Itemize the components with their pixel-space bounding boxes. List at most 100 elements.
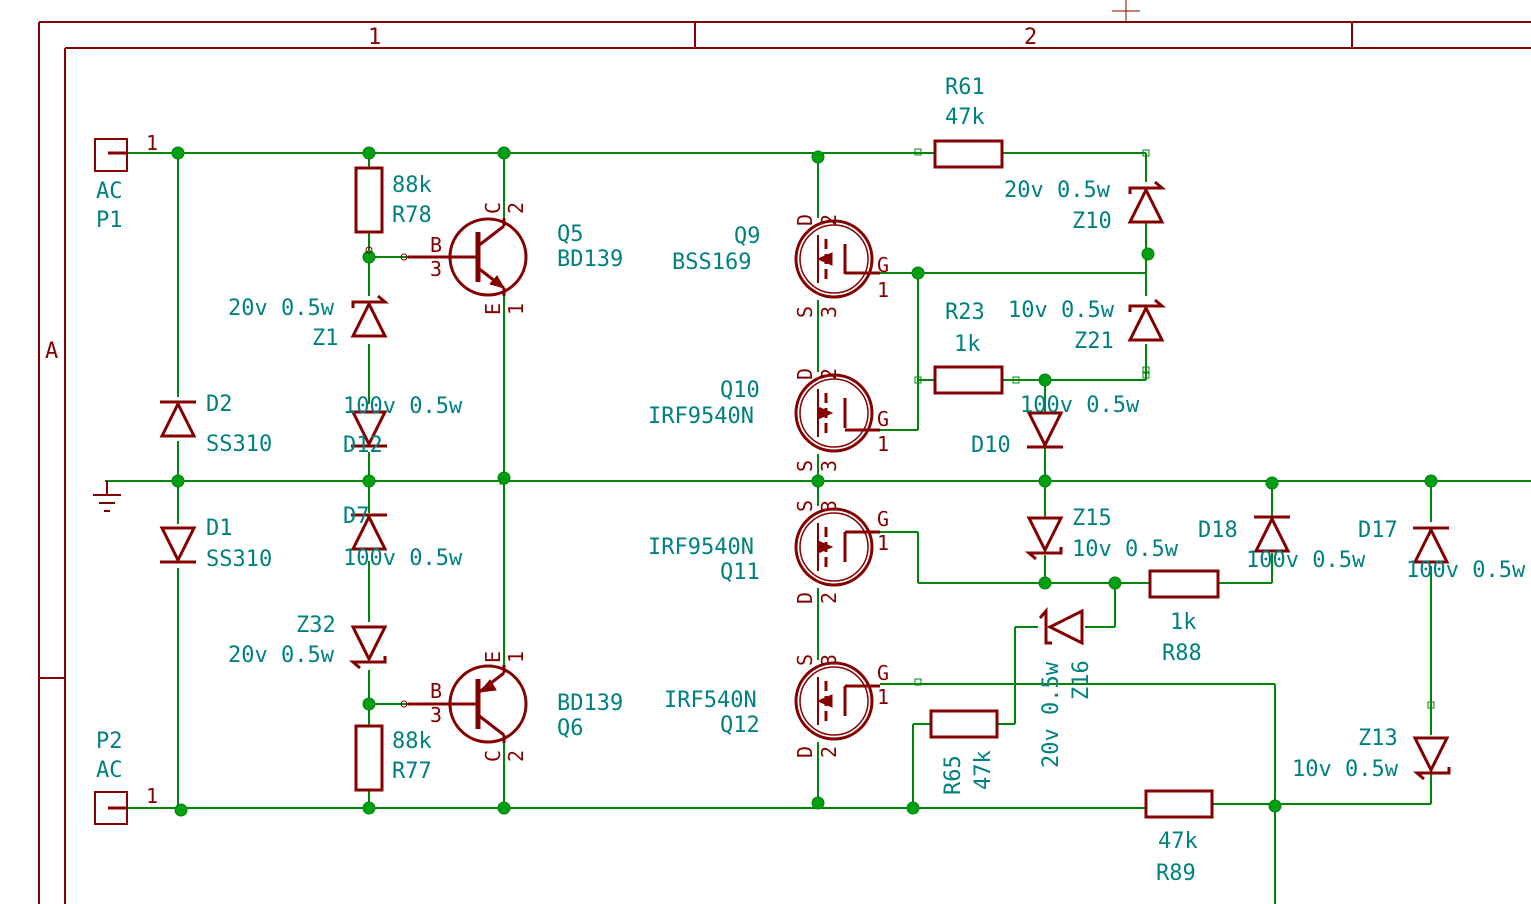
mosfet-q10-ng: 1 [877, 432, 889, 456]
resistor-r65-ref: R65 [941, 755, 966, 795]
mosfet-q10[interactable]: D 2 S 3 G 1 Q10 IRF9540N [648, 368, 889, 472]
transistor-q5-b: B [430, 233, 442, 257]
mosfet-q12-nd: 2 [817, 746, 841, 758]
mosfet-q11-d: D [793, 592, 817, 604]
resistor-r61-ref: R61 [945, 75, 985, 100]
resistor-r77-ref: R77 [392, 759, 432, 784]
junctions [171, 146, 1438, 817]
zener-z15-ref: Z15 [1072, 506, 1112, 531]
frame-column-1: 1 [368, 25, 381, 50]
mosfet-q10-value: IRF9540N [648, 404, 754, 429]
zener-z1-ref: Z1 [312, 326, 339, 351]
zener-z10-ref: Z10 [1072, 209, 1112, 234]
mosfet-q9-ng: 1 [877, 278, 889, 302]
mosfet-q11-ref: Q11 [720, 560, 760, 585]
mosfet-q9-g: G [877, 253, 889, 277]
mosfet-q12-ns: 3 [817, 654, 841, 666]
zener-z32-ref: Z32 [296, 613, 336, 638]
mosfet-q9-d: D [793, 214, 817, 226]
resistor-r89-ref: R89 [1156, 861, 1196, 886]
resistor-r89[interactable]: 47k R89 [1144, 789, 1214, 886]
zener-z32-value: 20v 0.5w [228, 643, 335, 668]
zener-z16[interactable]: 20v 0.5w Z16 [1038, 606, 1094, 768]
diode-d17[interactable]: D17 100v 0.5w [1358, 518, 1526, 583]
diode-d18-value: 100v 0.5w [1246, 548, 1366, 573]
diode-d7-ref: D7 [343, 504, 370, 529]
diode-d7[interactable]: D7 100v 0.5w [343, 504, 463, 571]
zener-z15-value: 10v 0.5w [1072, 537, 1179, 562]
connector-p2[interactable]: 1 P2 AC [94, 729, 158, 825]
mosfet-q12[interactable]: S 3 D 2 G 1 IRF540N Q12 [664, 654, 889, 758]
mosfet-q11-nd: 2 [817, 592, 841, 604]
zener-z13-value: 10v 0.5w [1292, 757, 1399, 782]
transistor-q6[interactable]: B 3 E 1 C 2 BD139 Q6 [408, 651, 623, 762]
resistor-r61-value: 47k [945, 105, 985, 130]
mosfet-q10-d: D [793, 368, 817, 380]
resistor-r77[interactable]: 88k R77 [354, 724, 432, 792]
zener-z32[interactable]: Z32 20v 0.5w [228, 613, 388, 670]
resistor-r23-ref: R23 [945, 300, 985, 325]
mosfet-q9-s: S [793, 306, 817, 318]
resistor-r78-value: 88k [392, 173, 432, 198]
transistor-q6-ne: 1 [504, 651, 528, 663]
connector-p1-value: AC [96, 179, 123, 204]
zener-z1-value: 20v 0.5w [228, 296, 335, 321]
diode-d1[interactable]: D1 SS310 [159, 516, 272, 572]
mosfet-q11[interactable]: S 3 D 2 G 1 IRF9540N Q11 [648, 500, 889, 604]
transistor-q6-e: E [481, 651, 505, 663]
zener-z13[interactable]: Z13 10v 0.5w [1292, 726, 1451, 782]
mosfet-q12-ng: 1 [877, 685, 889, 709]
diode-d18[interactable]: D18 100v 0.5w [1198, 515, 1366, 573]
transistor-q5-value: BD139 [557, 247, 623, 272]
connector-p1[interactable]: 1 AC P1 [94, 131, 158, 233]
transistor-q5-e: E [481, 303, 505, 315]
diode-d2-value: SS310 [206, 432, 272, 457]
transistor-q5-nb: 3 [430, 257, 442, 281]
mosfet-q9[interactable]: D 2 S 3 G 1 Q9 BSS169 [672, 214, 889, 318]
transistor-q5-ref: Q5 [557, 222, 584, 247]
mosfet-q10-ref: Q10 [720, 378, 760, 403]
resistor-r61[interactable]: R61 47k [933, 75, 1004, 169]
mosfet-q12-d: D [793, 746, 817, 758]
zener-z16-value: 20v 0.5w [1039, 661, 1064, 768]
resistor-r88-ref: R88 [1162, 641, 1202, 666]
mosfet-q10-s: S [793, 460, 817, 472]
zener-z1[interactable]: 20v 0.5w Z1 [228, 294, 390, 351]
zener-z16-ref: Z16 [1069, 660, 1094, 700]
diode-d2[interactable]: D2 SS310 [159, 392, 272, 457]
transistor-q5[interactable]: B 3 C 2 E 1 Q5 BD139 [408, 202, 623, 315]
resistor-r78-ref: R78 [392, 203, 432, 228]
connector-p1-pin: 1 [146, 131, 158, 155]
diode-d7-value: 100v 0.5w [343, 546, 463, 571]
resistor-r78[interactable]: 88k R78 [354, 166, 432, 234]
connector-p2-value: AC [96, 758, 123, 783]
frame-column-2: 2 [1024, 25, 1037, 50]
resistor-r23[interactable]: R23 1k [933, 300, 1004, 395]
transistor-q5-nc: 2 [504, 202, 528, 214]
diode-d12-ref: D12 [343, 433, 383, 458]
diode-d10-value: 100v 0.5w [1020, 393, 1140, 418]
transistor-q5-ne: 1 [504, 303, 528, 315]
pin-markers [365, 148, 1435, 709]
diode-d12[interactable]: 100v 0.5w D12 [343, 394, 463, 458]
sheet-frame: 1 2 A [38, 21, 1531, 904]
transistor-q6-value: BD139 [557, 691, 623, 716]
diode-d12-value: 100v 0.5w [343, 394, 463, 419]
resistor-r77-value: 88k [392, 729, 432, 754]
crosshair-cursor [1112, 0, 1140, 22]
zener-z21[interactable]: 10v 0.5w Z21 [1008, 298, 1167, 354]
zener-z21-value: 10v 0.5w [1008, 298, 1115, 323]
resistor-r88[interactable]: 1k R88 [1148, 569, 1220, 666]
mosfet-q11-value: IRF9540N [648, 535, 754, 560]
diode-d1-value: SS310 [206, 547, 272, 572]
diode-d1-ref: D1 [206, 516, 233, 541]
mosfet-q12-value: IRF540N [664, 688, 757, 713]
resistor-r23-value: 1k [954, 332, 981, 357]
diode-d10[interactable]: 100v 0.5w D10 [971, 393, 1140, 458]
mosfet-q12-g: G [877, 661, 889, 685]
resistor-r65[interactable]: R65 47k [929, 709, 999, 795]
zener-z15[interactable]: Z15 10v 0.5w [1024, 506, 1179, 562]
mosfet-q9-value: BSS169 [672, 250, 751, 275]
zener-z10[interactable]: 20v 0.5w Z10 [1004, 178, 1167, 234]
